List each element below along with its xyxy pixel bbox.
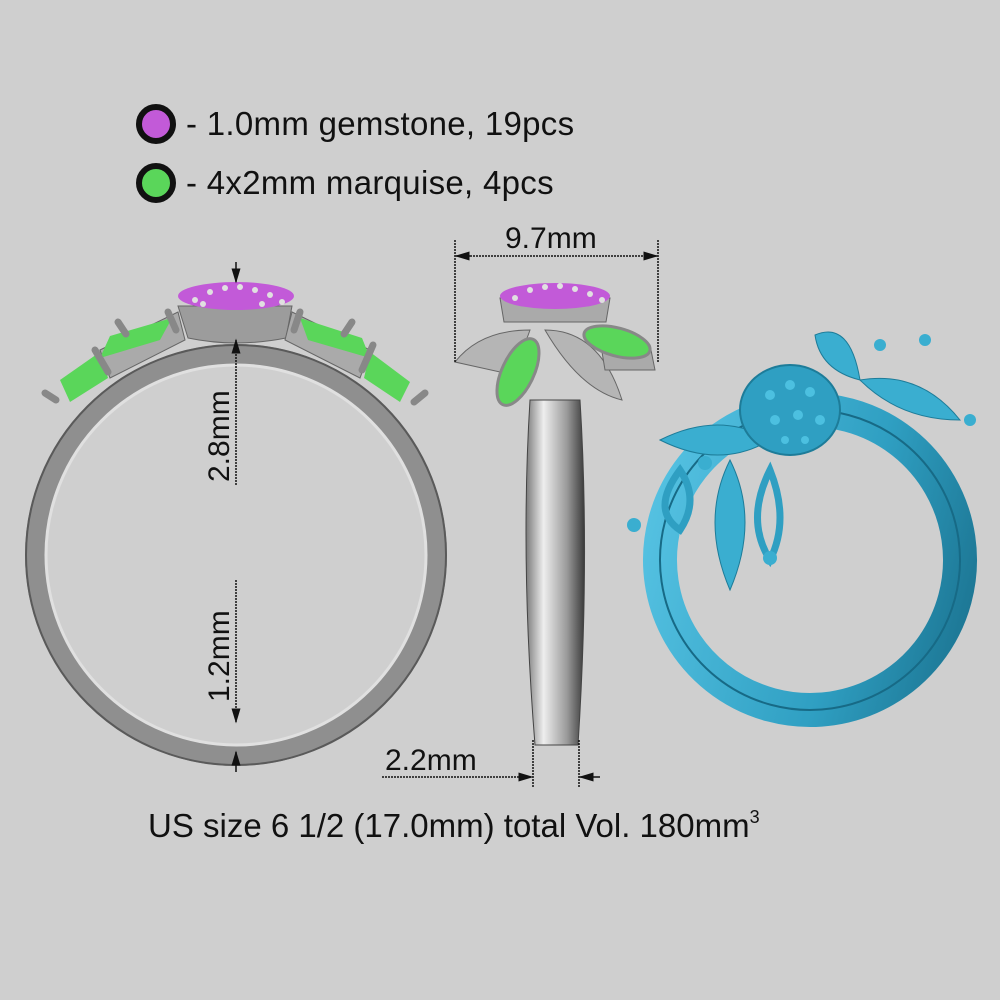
3d-perspective-view bbox=[627, 331, 977, 727]
dim-band-thickness: 1.2mm bbox=[203, 610, 236, 702]
legend-item-marquise: - 4x2mm marquise, 4pcs bbox=[136, 163, 554, 203]
legend-item-gemstone: - 1.0mm gemstone, 19pcs bbox=[136, 104, 574, 144]
dim-top-height: 2.8mm bbox=[203, 390, 236, 482]
caption-superscript: 3 bbox=[749, 807, 760, 827]
dim-width-top: 9.7mm bbox=[505, 222, 597, 255]
legend-label: - 4x2mm marquise, 4pcs bbox=[186, 164, 554, 201]
caption-text: US size 6 1/2 (17.0mm) total Vol. 180mm bbox=[148, 807, 750, 844]
dim-band-width: 2.2mm bbox=[385, 744, 477, 777]
legend-label: - 1.0mm gemstone, 19pcs bbox=[186, 105, 575, 142]
purple-circle-icon bbox=[136, 104, 176, 144]
green-circle-icon bbox=[136, 163, 176, 203]
side-view bbox=[382, 240, 659, 788]
ring-spec-caption: US size 6 1/2 (17.0mm) total Vol. 180mm3 bbox=[148, 807, 760, 845]
front-view bbox=[25, 262, 447, 772]
